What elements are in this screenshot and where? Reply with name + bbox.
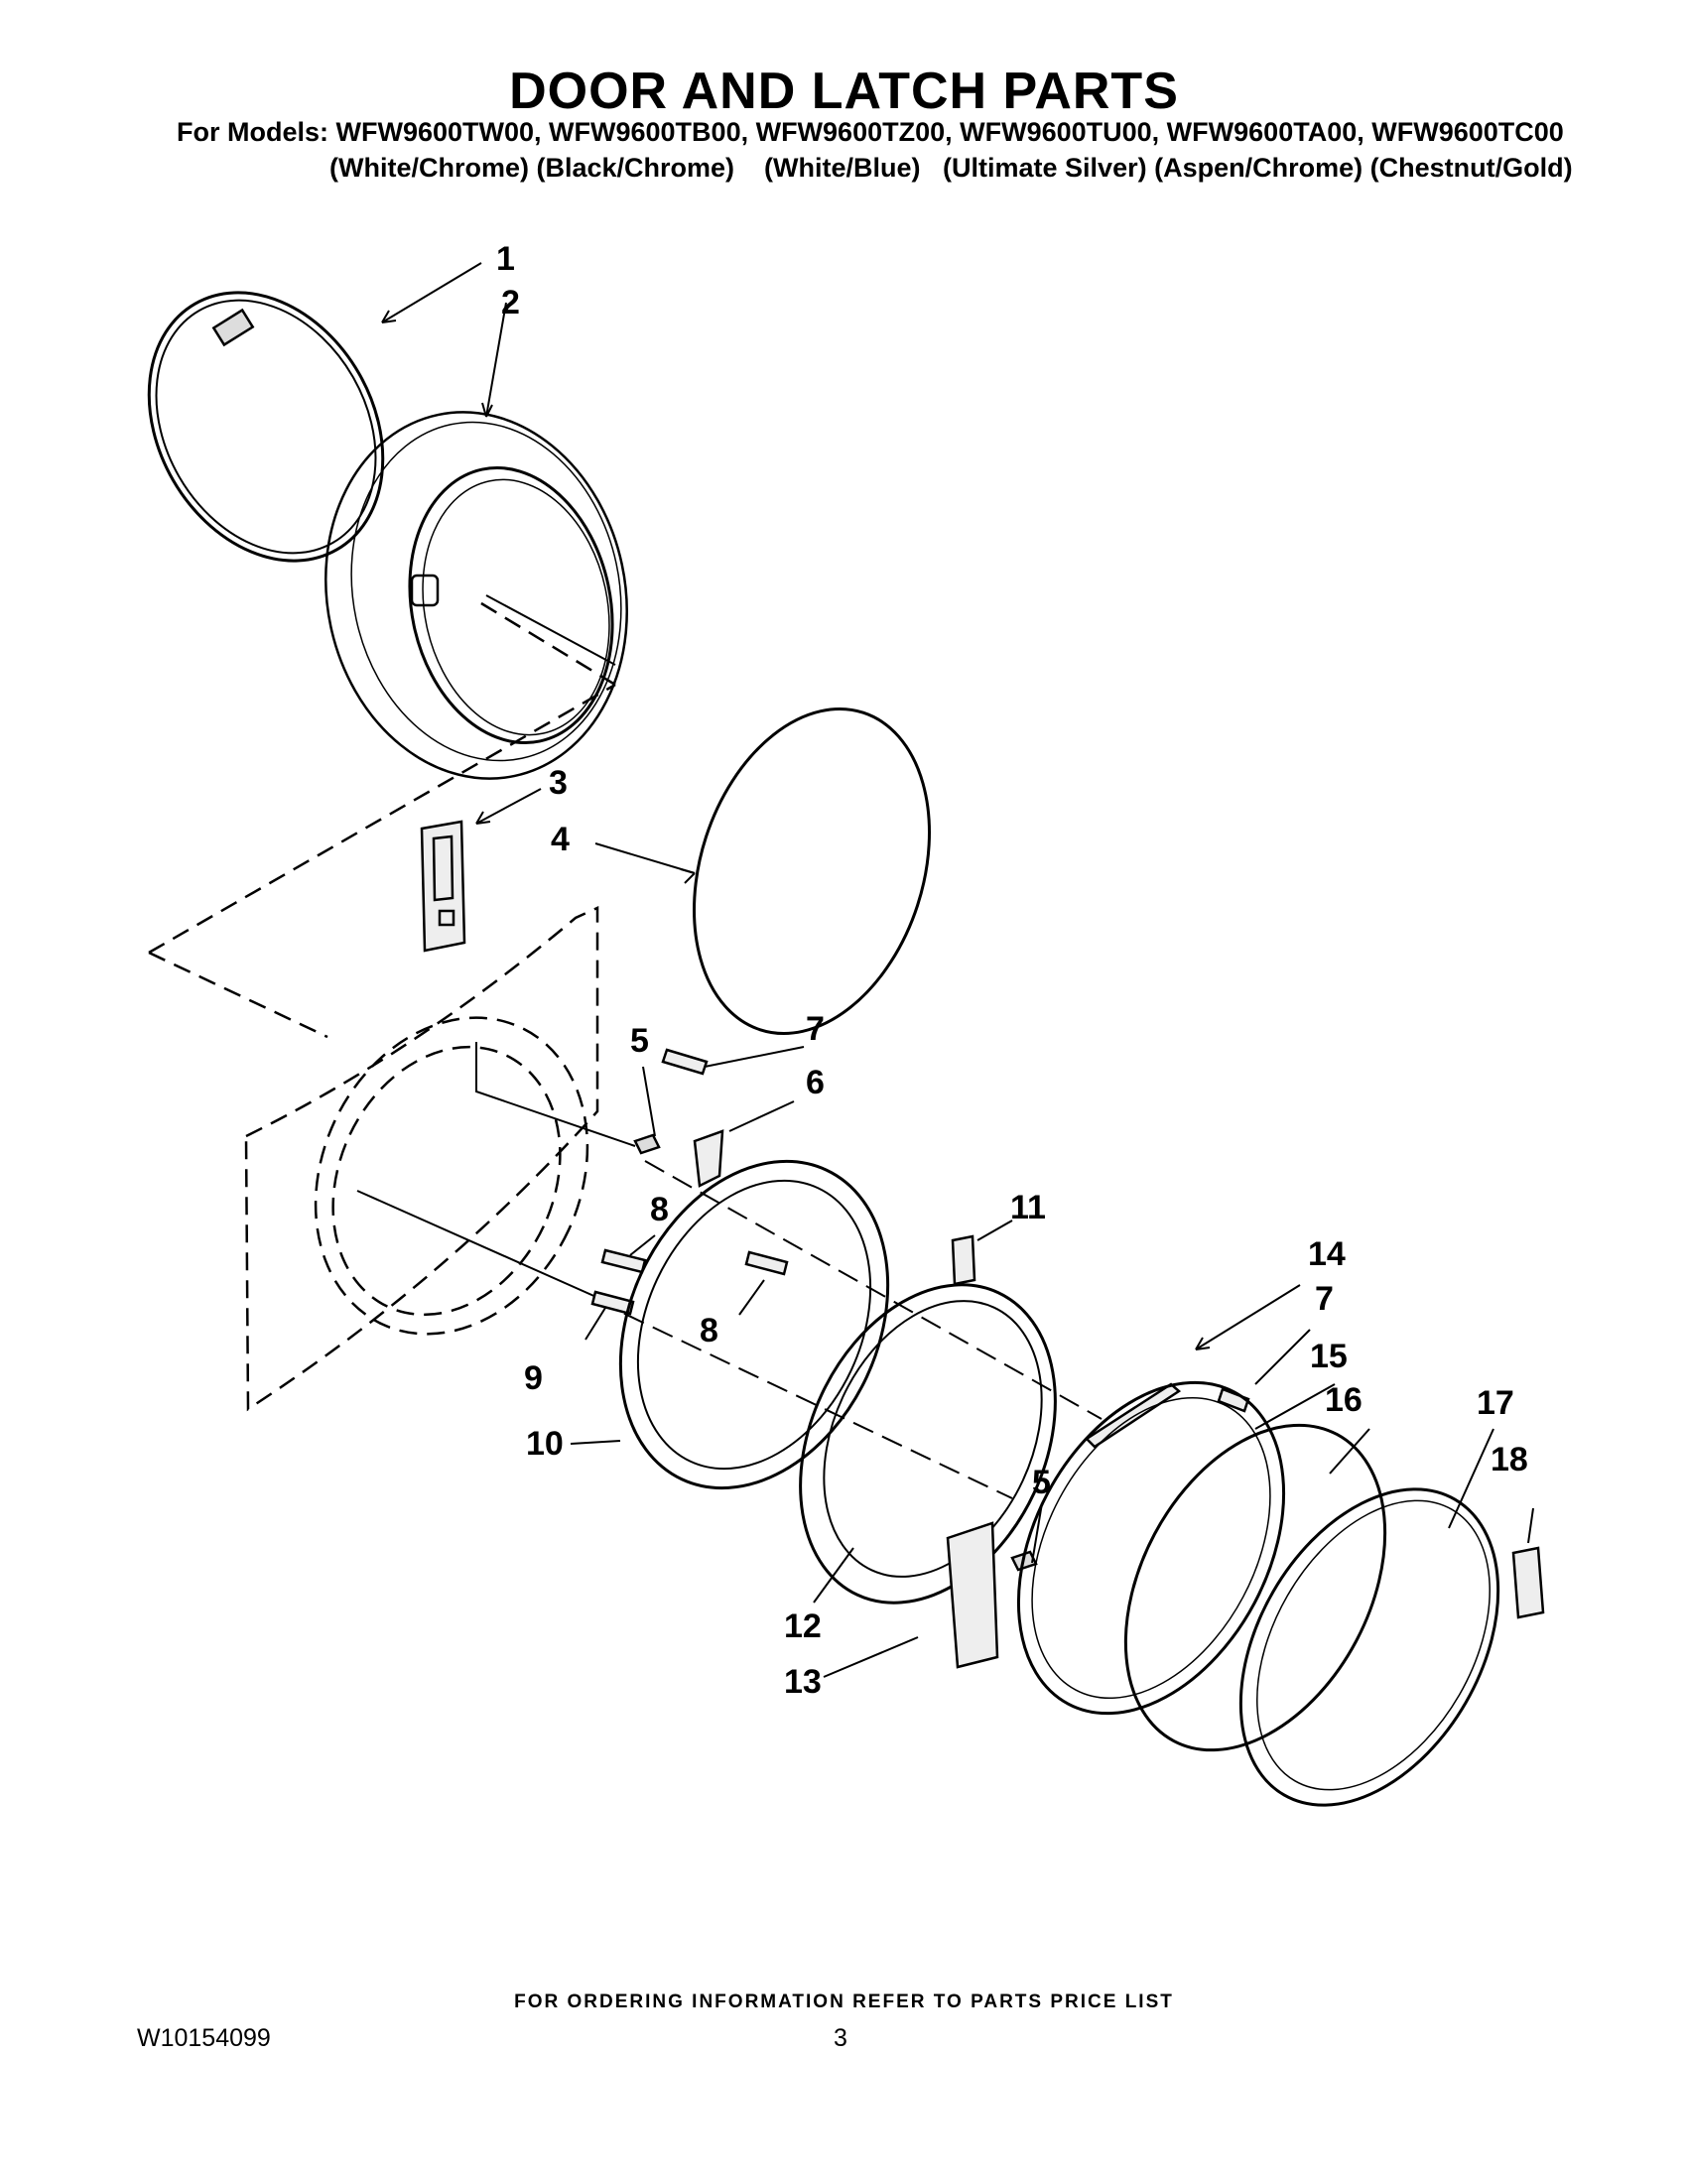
clamp-ring-part bbox=[147, 291, 385, 563]
callout-4: 4 bbox=[551, 821, 570, 858]
callout-12: 12 bbox=[784, 1607, 822, 1645]
outer-door-frame-part bbox=[1016, 1380, 1286, 1716]
callout-5b: 5 bbox=[1032, 1464, 1051, 1501]
callout-10: 10 bbox=[526, 1425, 564, 1463]
callout-7a: 7 bbox=[806, 1010, 825, 1048]
door-badge-part bbox=[1511, 1546, 1545, 1619]
callout-15: 15 bbox=[1310, 1338, 1348, 1375]
inner-door-frame-part bbox=[618, 1159, 890, 1490]
callout-6: 6 bbox=[806, 1064, 825, 1101]
page-title: DOOR AND LATCH PARTS bbox=[509, 63, 1179, 120]
page-number: 3 bbox=[834, 2024, 847, 2052]
callout-11: 11 bbox=[1010, 1189, 1046, 1226]
callout-leaders bbox=[381, 262, 1534, 1678]
callout-1: 1 bbox=[496, 240, 515, 278]
front-panel-reference bbox=[148, 598, 616, 1412]
door-boot-part bbox=[325, 411, 628, 780]
door-seal-part bbox=[693, 707, 931, 1035]
hinge-screw-part bbox=[661, 1048, 1250, 1413]
door-glass-part bbox=[799, 1283, 1057, 1605]
callout-9: 9 bbox=[524, 1359, 543, 1397]
door-ring-part bbox=[1123, 1423, 1387, 1752]
callout-17: 17 bbox=[1477, 1384, 1514, 1422]
ordering-note: FOR ORDERING INFORMATION REFER TO PARTS … bbox=[514, 1991, 1174, 2012]
callout-2: 2 bbox=[501, 284, 520, 321]
callout-16: 16 bbox=[1325, 1381, 1363, 1419]
callout-3: 3 bbox=[549, 764, 568, 802]
outer-door-part bbox=[1238, 1487, 1500, 1807]
door-strike-part bbox=[1085, 1382, 1182, 1449]
callout-13: 13 bbox=[784, 1663, 822, 1701]
latch-bracket-part bbox=[693, 1129, 724, 1188]
models-line: For Models: WFW9600TW00, WFW9600TB00, WF… bbox=[177, 117, 1564, 147]
callout-8b: 8 bbox=[700, 1312, 718, 1349]
screw-part-8 bbox=[590, 1248, 789, 1316]
callout-8a: 8 bbox=[650, 1191, 669, 1228]
document-number: W10154099 bbox=[137, 2024, 271, 2052]
door-clip-part bbox=[951, 1234, 976, 1286]
alignment-lines bbox=[356, 594, 1103, 1499]
callout-5a: 5 bbox=[630, 1022, 649, 1060]
callout-labels: 1 2 3 4 5 7 6 8 11 14 7 8 15 9 16 17 10 … bbox=[496, 240, 1528, 1701]
colors-line: (White/Chrome) (Black/Chrome) (White/Blu… bbox=[329, 153, 1573, 183]
door-latch-switch-part bbox=[420, 820, 466, 953]
callout-7b: 7 bbox=[1315, 1280, 1334, 1318]
door-hinge-part bbox=[946, 1521, 999, 1669]
callout-14: 14 bbox=[1308, 1235, 1346, 1273]
callout-18: 18 bbox=[1491, 1441, 1528, 1478]
